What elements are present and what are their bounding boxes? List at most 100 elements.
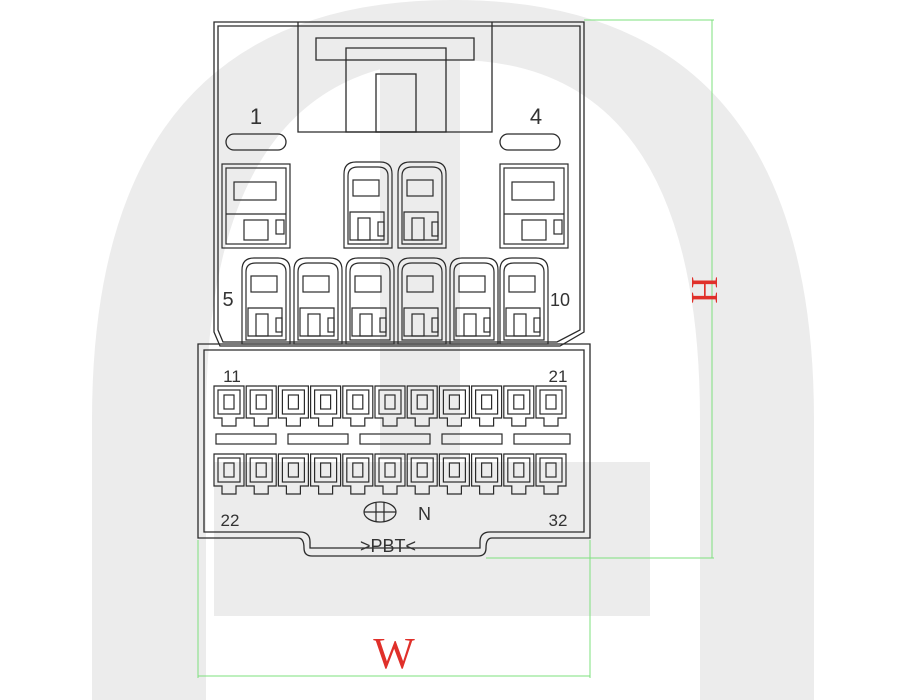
maker-logo bbox=[363, 501, 397, 523]
cavity-pin-12-inner bbox=[249, 389, 273, 415]
cavity-pin-22-inner bbox=[217, 457, 241, 483]
cavity-pin-6-contact bbox=[307, 313, 321, 337]
cavity-pin-14-inner bbox=[314, 389, 338, 415]
cavity-pin-15-window bbox=[352, 394, 364, 410]
cavity-pin-32-window bbox=[545, 462, 557, 478]
cavity-pin-1-window bbox=[233, 181, 277, 201]
separator-bar-5 bbox=[513, 433, 571, 445]
dimension-width-label: W bbox=[373, 629, 415, 678]
cavity-pin-24-inner bbox=[281, 457, 305, 483]
cavity-pin-30-window bbox=[481, 462, 493, 478]
cavity-pin-5-latch bbox=[247, 307, 283, 337]
cavity-pin-29-window bbox=[448, 462, 460, 478]
cavity-pin-9-inner bbox=[453, 262, 495, 341]
cavity-pin-1-contact bbox=[243, 219, 269, 241]
pin-label-10: 10 bbox=[550, 290, 570, 310]
cavity-pin-31 bbox=[503, 453, 535, 495]
cavity-pin-13-inner bbox=[281, 389, 305, 415]
connector-body bbox=[197, 21, 591, 557]
cavity-pin-4-inner bbox=[503, 167, 565, 245]
cavity-pin-26 bbox=[342, 453, 374, 495]
cavity-pin-19-window bbox=[481, 394, 493, 410]
cavity-pin-20-window bbox=[513, 394, 525, 410]
cavity-pin-3 bbox=[397, 161, 447, 249]
cavity-pin-6 bbox=[293, 257, 343, 345]
cavity-pin-8-contact bbox=[411, 313, 425, 337]
cavity-pin-6-inner bbox=[297, 262, 339, 341]
cavity-pin-4-tab bbox=[553, 219, 563, 235]
cavity-pin-17-window bbox=[416, 394, 428, 410]
cavity-pin-17 bbox=[406, 385, 438, 427]
pin-labels: 1 4 5 10 11 21 22 32 bbox=[221, 104, 570, 530]
cavity-pin-7 bbox=[345, 257, 395, 345]
separator-bar-4 bbox=[441, 433, 503, 445]
cavity-pin-11-inner bbox=[217, 389, 241, 415]
cavity-pin-20-inner bbox=[507, 389, 531, 415]
top-latch-inner bbox=[315, 37, 475, 61]
cavity-pin-31-window bbox=[513, 462, 525, 478]
pin-label-21: 21 bbox=[549, 367, 568, 386]
cavity-pin-2-inner bbox=[347, 166, 389, 245]
cavity-pin-28-inner bbox=[410, 457, 434, 483]
cavity-pin-9 bbox=[449, 257, 499, 345]
upper-housing-inner bbox=[217, 25, 581, 343]
cavity-pin-24 bbox=[277, 453, 309, 495]
cavity-pin-6-latch bbox=[299, 307, 335, 337]
cavity-pin-18-window bbox=[448, 394, 460, 410]
cavity-pin-4-contact bbox=[521, 219, 547, 241]
cavity-pin-21-window bbox=[545, 394, 557, 410]
cavity-pin-18 bbox=[438, 385, 470, 427]
cavity-pin-8-window bbox=[406, 275, 434, 293]
cavity-pin-30-inner bbox=[475, 457, 499, 483]
cavity-pin-3-inner bbox=[401, 166, 443, 245]
cavity-pin-5-window bbox=[250, 275, 278, 293]
cavity-pin-6-window bbox=[302, 275, 330, 293]
cavity-pin-5-contact bbox=[255, 313, 269, 337]
cavity-pin-16-inner bbox=[378, 389, 402, 415]
cavity-pin-6-tab bbox=[327, 317, 335, 333]
cavity-pin-10-window bbox=[508, 275, 536, 293]
cavity-pin-26-window bbox=[352, 462, 364, 478]
cavity-pin-1-tab bbox=[275, 219, 285, 235]
pin-label-1: 1 bbox=[250, 104, 262, 129]
cavity-pin-2-contact bbox=[357, 217, 371, 241]
cavity-pin-16 bbox=[374, 385, 406, 427]
cavity-pin-2-window bbox=[352, 179, 380, 197]
cavity-pin-14-window bbox=[320, 394, 332, 410]
cavity-pin-9-window bbox=[458, 275, 486, 293]
cavity-pin-9-latch bbox=[455, 307, 491, 337]
cavity-pin-23-window bbox=[255, 462, 267, 478]
cavity-pin-2-latch bbox=[349, 211, 385, 241]
separator-bar-3 bbox=[359, 433, 431, 445]
cavity-pin-25-inner bbox=[314, 457, 338, 483]
cavity-pin-7-latch bbox=[351, 307, 387, 337]
separator-bar-2 bbox=[287, 433, 349, 445]
cavity-pin-24-window bbox=[287, 462, 299, 478]
cavity-pin-8-tab bbox=[431, 317, 439, 333]
upper-housing bbox=[213, 21, 585, 347]
cavity-pin-20 bbox=[503, 385, 535, 427]
cavity-pin-28 bbox=[406, 453, 438, 495]
cavity-pin-27-inner bbox=[378, 457, 402, 483]
cavity-pin-18-inner bbox=[442, 389, 466, 415]
material-mark: >PBT< bbox=[360, 536, 416, 556]
cavity-pin-7-contact bbox=[359, 313, 373, 337]
cavity-pin-10-tab bbox=[533, 317, 541, 333]
cavity-pin-27 bbox=[374, 453, 406, 495]
cavity-pin-13-window bbox=[287, 394, 299, 410]
cavity-pin-2 bbox=[343, 161, 393, 249]
cavity-pin-10-inner bbox=[503, 262, 545, 341]
cavity-pin-32 bbox=[535, 453, 567, 495]
cavity-pin-28-window bbox=[416, 462, 428, 478]
cavity-pin-14 bbox=[310, 385, 342, 427]
cavity-pin-4-window bbox=[511, 181, 555, 201]
cavity-pin-7-tab bbox=[379, 317, 387, 333]
cavity-pin-12 bbox=[245, 385, 277, 427]
watermark-arch bbox=[92, 0, 814, 700]
cavity-pin-9-tab bbox=[483, 317, 491, 333]
cavity-pin-8-inner bbox=[401, 262, 443, 341]
cavity-pin-23-inner bbox=[249, 457, 273, 483]
cavity-pin-19 bbox=[471, 385, 503, 427]
cavity-pin-11 bbox=[213, 385, 245, 427]
